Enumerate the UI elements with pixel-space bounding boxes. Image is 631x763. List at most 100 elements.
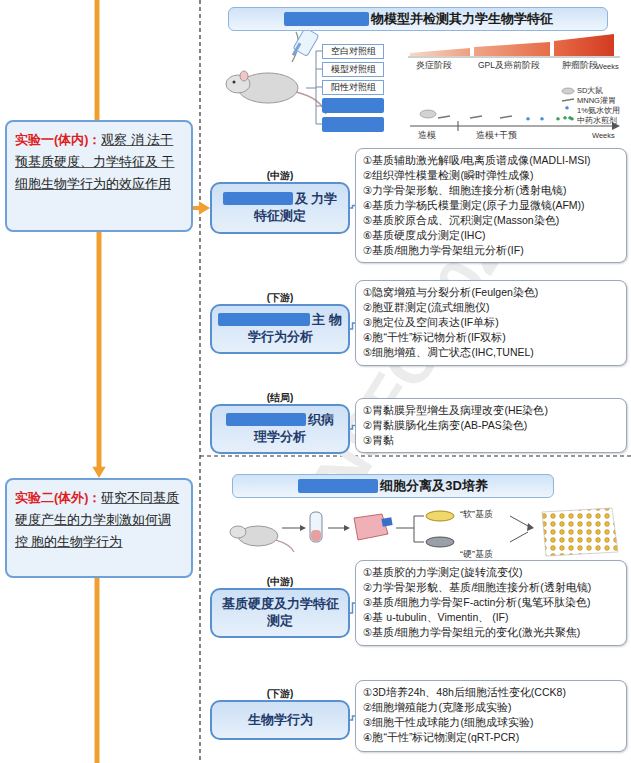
annotation-label: 肿瘤阶段 bbox=[562, 60, 598, 72]
art-shape bbox=[316, 124, 322, 125]
list-item: ③胃黏 bbox=[363, 433, 619, 448]
art-shape bbox=[510, 516, 528, 526]
group-box: 模型对照组 bbox=[322, 62, 384, 77]
list-item: ③力学骨架形貌、细胞连接分析(透射电镜) bbox=[363, 183, 619, 198]
list-item: ①基质胶的力学测定(旋转流变仪) bbox=[363, 565, 619, 580]
method-list: ①基质辅助激光解吸/电离质谱成像(MADLI-MSI)②组织弹性模量检测(瞬时弹… bbox=[355, 148, 627, 263]
stage-heading: (中游) bbox=[212, 169, 348, 183]
box-text: 细胞分离及3D培养 bbox=[380, 477, 488, 495]
group-box: 空白对照组 bbox=[322, 44, 384, 59]
list-item: ④胞“干性”标记物测定(qRT-PCR) bbox=[363, 730, 619, 745]
list-item: ⑤细胞增殖、凋亡状态(IHC,TUNEL) bbox=[363, 345, 619, 360]
experiment-box: 实验二(体外)：研究不同基质硬度产生的力学刺激如何调控 胞的生物学行为 bbox=[5, 478, 193, 578]
art-shape bbox=[276, 540, 294, 552]
list-item: ④胞“干性”标记物分析(IF双标) bbox=[363, 330, 619, 345]
method-list: ①基质胶的力学测定(旋转流变仪)②力学骨架形貌、基质/细胞连接分析(透射电镜)③… bbox=[355, 560, 627, 646]
culture-illustration bbox=[230, 508, 618, 556]
art-shape bbox=[328, 528, 344, 529]
art-shape bbox=[414, 516, 415, 542]
art-shape bbox=[240, 71, 248, 81]
art-shape bbox=[426, 511, 454, 521]
list-item: ①3D培养24h、48h后细胞活性变化(CCK8) bbox=[363, 685, 619, 700]
annotation-label: “软”基质 bbox=[460, 508, 493, 521]
stage-heading: (中游) bbox=[212, 575, 348, 589]
list-item: ②胃黏膜肠化生病变(AB-PAS染色) bbox=[363, 418, 619, 433]
list-item: ②力学骨架形貌、基质/细胞连接分析(透射电镜) bbox=[363, 580, 619, 595]
art-shape bbox=[292, 42, 302, 56]
list-item: ④基质力学杨氏模量测定(原子力显微镜(AFM)) bbox=[363, 198, 619, 213]
art-shape bbox=[527, 523, 534, 531]
stage-text: 生物学行为 bbox=[248, 712, 313, 729]
art-shape bbox=[540, 117, 544, 121]
art-shape bbox=[414, 542, 424, 543]
redacted-box bbox=[226, 413, 306, 426]
redacted-box bbox=[284, 12, 369, 26]
list-item: ①胃黏膜异型增生及病理改变(HE染色) bbox=[363, 403, 619, 418]
list-item: ①基质辅助激光解吸/电离质谱成像(MADLI-MSI) bbox=[363, 153, 619, 168]
legend-icon bbox=[562, 88, 574, 120]
annotation-label: 造模 bbox=[418, 130, 436, 142]
experiment-box: 实验一(体内)：观察 消 法干预基质硬度、力学特征及 干细胞生物学行为的效应作用 bbox=[5, 120, 193, 232]
list-item: ②细胞增殖能力(克隆形成实验) bbox=[363, 700, 619, 715]
art-shape bbox=[562, 88, 574, 94]
art-shape bbox=[95, 578, 100, 763]
art-shape bbox=[526, 117, 530, 121]
connector bbox=[193, 206, 200, 210]
art-shape bbox=[300, 525, 306, 531]
group-bracket bbox=[306, 51, 322, 124]
redacted-box bbox=[322, 98, 384, 132]
text-line: 织病 理学分析 bbox=[218, 412, 342, 446]
art-shape bbox=[354, 514, 388, 540]
art-shape bbox=[310, 512, 322, 542]
art-shape bbox=[316, 106, 322, 107]
connector bbox=[97, 232, 102, 468]
experiment-title: 实验一(体内)： bbox=[15, 133, 101, 147]
art-shape bbox=[396, 528, 414, 529]
art-shape bbox=[293, 28, 319, 57]
stage-box: (中游)及 力学特征测定 bbox=[210, 182, 350, 234]
annotation-label: Weeks bbox=[596, 62, 619, 71]
art-shape bbox=[408, 57, 620, 58]
art-shape bbox=[410, 48, 470, 56]
group-box: 阳性对照组 bbox=[322, 80, 384, 95]
legend-text: 中药水煎剂 bbox=[577, 116, 617, 126]
art-shape bbox=[554, 34, 614, 56]
art-shape bbox=[230, 526, 246, 538]
art-shape bbox=[565, 106, 569, 110]
stage-box: (中游)基质硬度及力学特征测定 bbox=[210, 588, 350, 638]
list-item: ④基 u-tubulin、Vimentin、 (IF) bbox=[363, 610, 619, 625]
list-item: ②胞亚群测定(流式细胞仪) bbox=[363, 300, 619, 315]
stage-box: (下游)主 物学行为分析 bbox=[210, 304, 350, 354]
method-list: ①胃黏膜异型增生及病理改变(HE染色)②胃黏膜肠化生病变(AB-PAS染色)③胃… bbox=[355, 398, 627, 453]
box-text: 模型对照组 bbox=[331, 63, 376, 76]
art-shape bbox=[296, 92, 326, 114]
redacted-box bbox=[218, 313, 310, 326]
list-item: ⑥基质硬度成分测定(IHC) bbox=[363, 228, 619, 243]
box-text: 空白对照组 bbox=[331, 45, 376, 58]
redacted-box bbox=[223, 192, 293, 205]
experiment-title: 实验二(体外)： bbox=[15, 491, 101, 505]
art-shape bbox=[200, 455, 631, 456]
stage-heading: (下游) bbox=[212, 291, 348, 305]
art-shape bbox=[570, 117, 574, 121]
art-shape bbox=[311, 530, 321, 541]
stage-box: (下游)生物学行为 bbox=[210, 700, 350, 740]
legend-text: 1%氨水饮用 bbox=[577, 106, 620, 116]
art-shape bbox=[282, 528, 300, 529]
art-shape bbox=[306, 88, 316, 89]
list-item: ①隐窝增殖与分裂分析(Feulgen染色) bbox=[363, 285, 619, 300]
annotation-label: 炎症阶段 bbox=[416, 60, 452, 72]
legend-text: MNNG灌胃 bbox=[577, 96, 616, 106]
arrow-head bbox=[199, 201, 210, 214]
art-shape bbox=[381, 517, 392, 527]
art-shape bbox=[322, 98, 384, 113]
list-item: ⑤基质胶原合成、沉积测定(Masson染色) bbox=[363, 213, 619, 228]
rat-illustration bbox=[226, 28, 326, 114]
art-shape bbox=[542, 508, 618, 556]
art-shape bbox=[322, 117, 384, 132]
art-shape bbox=[426, 537, 454, 547]
art-shape bbox=[233, 81, 236, 84]
list-item: ⑤基质/细胞力学骨架组元的变化(激光共聚焦) bbox=[363, 625, 619, 640]
